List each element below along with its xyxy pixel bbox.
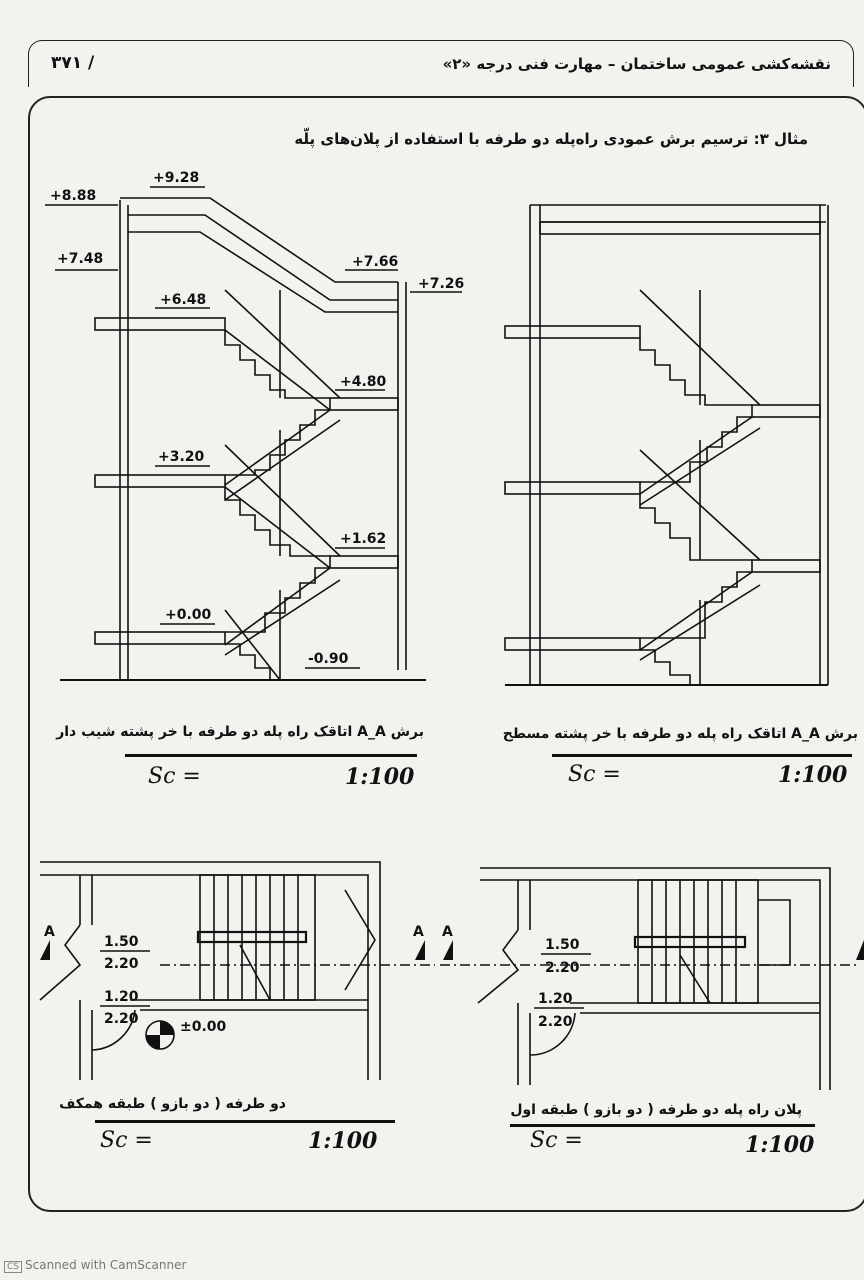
level-7-48: +7.48 [57, 251, 103, 267]
left-section-rule [125, 754, 417, 757]
plan-right-dim-bottom-2: 2.20 [538, 1014, 573, 1030]
left-plan-scale-label: Sc = [100, 1128, 153, 1153]
left-plan-scale-value: 1:100 [308, 1128, 378, 1154]
right-plan-rule [510, 1124, 815, 1127]
right-section-scale-label: Sc = [568, 762, 621, 787]
plan-left-dim-top-1: 1.50 [104, 934, 139, 950]
page-number: ۳۷۱ / [51, 53, 95, 73]
right-plan-scale-label: Sc = [530, 1128, 583, 1153]
left-plan-caption: دو طرفه ( دو بازو ) طبقه همکف [59, 1096, 286, 1112]
plan-right-dim-top-2: 2.20 [545, 960, 580, 976]
example-title: مثال ۳: ترسیم برش عمودی راه‌پله دو طرفه … [294, 130, 808, 148]
plan-right-dim-top-1: 1.50 [545, 937, 580, 953]
level-8-88: +8.88 [50, 188, 96, 204]
left-plan-drawing [39, 861, 435, 1080]
level-0-00: +0.00 [165, 607, 212, 623]
plan-left-section-letter-a: A [44, 924, 55, 940]
right-section-scale-value: 1:100 [778, 762, 848, 788]
content-frame [28, 96, 864, 1212]
plan-left-dim-top-2: 2.20 [104, 956, 139, 972]
level-1-62: +1.62 [340, 531, 386, 547]
right-plan-caption: پلان راه پله دو طرفه ( دو بازو ) طبقه او… [510, 1102, 802, 1118]
right-section-caption: برش A_A اتاقک راه پله دو طرفه با خر پشته… [502, 726, 858, 742]
left-section-scale-value: 1:100 [345, 764, 415, 790]
left-plan-rule [95, 1120, 395, 1123]
right-plan-scale-value: 1:100 [745, 1132, 815, 1158]
left-section-caption: برش A_A اتاقک راه پله دو طرفه با خر پشته… [56, 724, 424, 740]
plan-right-dim-bottom-1: 1.20 [538, 991, 573, 1007]
right-section-rule [552, 754, 852, 757]
page-header: نقشه‌کشی عمومی ساختمان – مهارت فنی درجه … [28, 40, 854, 87]
left-section-drawing [45, 186, 462, 681]
level-6-48: +6.48 [160, 292, 206, 308]
plan-left-section-letter-a-right: A [413, 924, 424, 940]
camscanner-logo: CS [4, 1261, 22, 1273]
right-section-drawing [504, 204, 829, 686]
plan-right-section-letter-a: A [442, 924, 453, 940]
level-7-66: +7.66 [352, 254, 398, 270]
level-3-20: +3.20 [158, 449, 205, 465]
level-7-26: +7.26 [418, 276, 464, 292]
level-minus-0-90: -0.90 [308, 651, 349, 667]
right-plan-drawing [440, 867, 860, 1090]
left-section-scale-label: Sc = [148, 764, 201, 789]
plan-left-dim-bottom-1: 1.20 [104, 989, 139, 1005]
level-9-28: +9.28 [153, 170, 199, 186]
book-title: نقشه‌کشی عمومی ساختمان – مهارت فنی درجه … [442, 55, 831, 73]
level-4-80: +4.80 [340, 374, 387, 390]
section-markers [40, 940, 864, 1049]
plan-left-level: ±0.00 [180, 1019, 227, 1035]
scanner-text: Scanned with CamScanner [25, 1258, 187, 1272]
plan-left-dim-bottom-2: 2.20 [104, 1011, 139, 1027]
